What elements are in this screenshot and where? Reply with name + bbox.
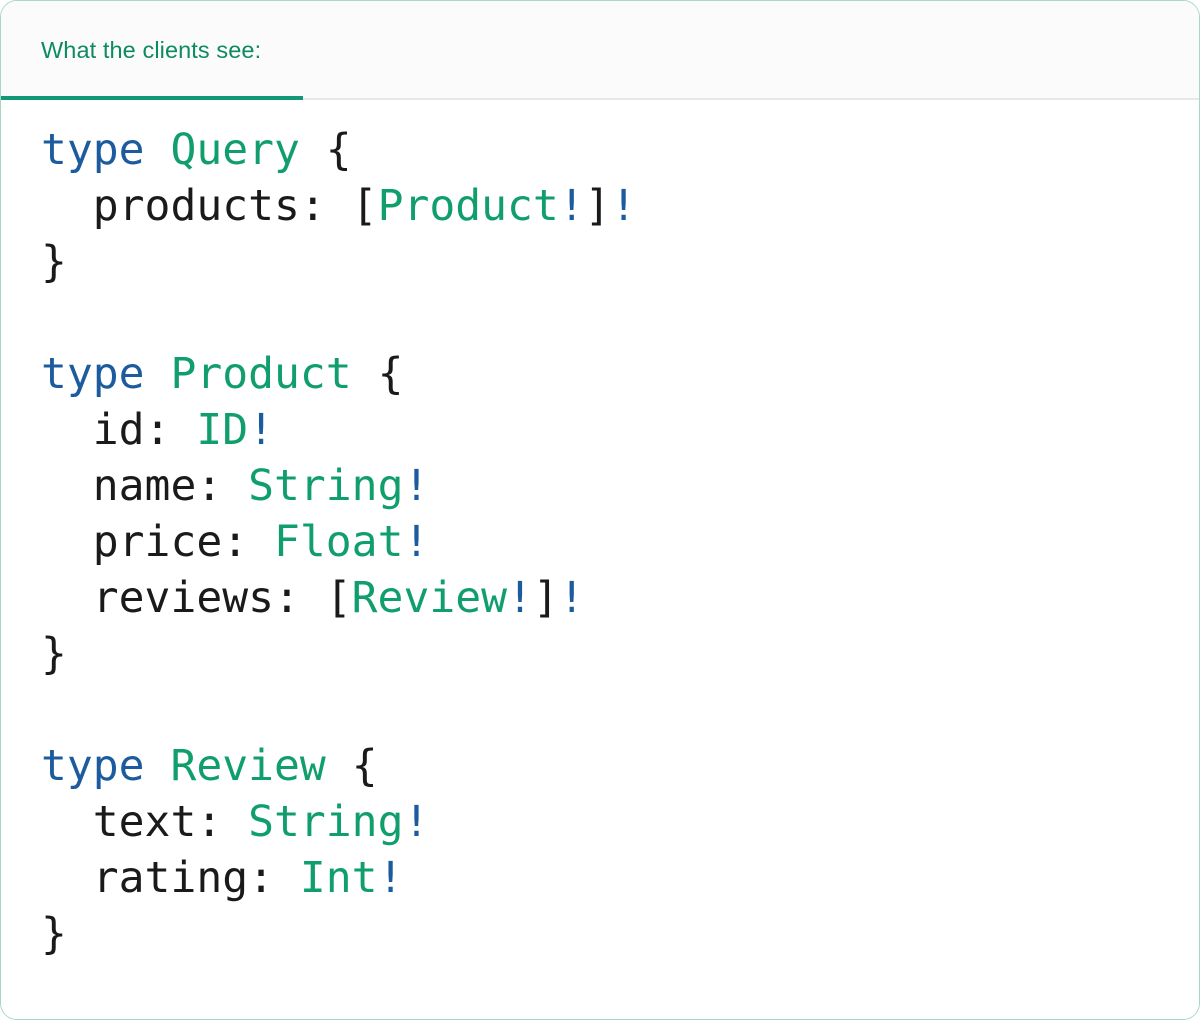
token-field: name <box>92 461 197 511</box>
token-typename: ID <box>196 405 249 455</box>
token-punct: : <box>248 853 275 903</box>
code-line: text: String! <box>41 794 1199 850</box>
code-line: type Review { <box>41 738 1199 794</box>
token-punct: : <box>196 461 223 511</box>
code-line <box>41 682 1199 738</box>
code-line: } <box>41 234 1199 290</box>
token-typename: Product <box>377 181 559 231</box>
code-line: price: Float! <box>41 514 1199 570</box>
token-field: id <box>92 405 145 455</box>
token-field: text <box>92 797 197 847</box>
token-punct: } <box>41 237 67 287</box>
token-typename: Product <box>170 349 352 399</box>
token-plain <box>326 741 352 791</box>
code-line <box>41 290 1199 346</box>
token-keyword: type <box>41 741 145 791</box>
token-punct: : <box>196 797 223 847</box>
token-bang: ! <box>248 405 275 455</box>
token-bang: ! <box>377 853 404 903</box>
token-typename: Int <box>299 853 378 903</box>
token-typename: Query <box>170 125 300 175</box>
token-punct: } <box>41 629 67 679</box>
token-punct: { <box>351 741 378 791</box>
token-plain <box>274 853 300 903</box>
token-field: products <box>92 181 300 231</box>
code-line: rating: Int! <box>41 850 1199 906</box>
token-punct: { <box>377 349 404 399</box>
code-line: name: String! <box>41 458 1199 514</box>
token-bang: ! <box>403 797 430 847</box>
code-viewer[interactable]: type Query { products: [Product!]!} type… <box>1 100 1199 1019</box>
token-punct: { <box>325 125 352 175</box>
token-punct: ] <box>532 573 559 623</box>
token-punct: : <box>222 517 249 567</box>
token-keyword: type <box>41 349 145 399</box>
token-typename: Review <box>170 741 326 791</box>
token-plain <box>145 349 171 399</box>
token-plain <box>145 741 171 791</box>
token-plain <box>248 517 274 567</box>
token-field: reviews <box>92 573 274 623</box>
token-plain <box>300 573 326 623</box>
token-punct: : <box>274 573 300 623</box>
token-punct: [ <box>325 573 352 623</box>
token-bang: ! <box>403 517 430 567</box>
token-punct: } <box>41 909 67 959</box>
token-typename: Float <box>274 517 404 567</box>
token-typename: Review <box>351 573 508 623</box>
token-field: price <box>92 517 223 567</box>
token-plain <box>300 125 326 175</box>
token-keyword: type <box>41 125 145 175</box>
token-field: rating <box>92 853 249 903</box>
token-plain <box>326 181 352 231</box>
token-punct: ] <box>584 181 611 231</box>
token-bang: ! <box>403 461 430 511</box>
token-bang: ! <box>558 181 585 231</box>
code-line: products: [Product!]! <box>41 178 1199 234</box>
token-bang: ! <box>610 181 637 231</box>
tab-bar: What the clients see: <box>1 1 1199 100</box>
token-bang: ! <box>507 573 533 623</box>
code-line: type Query { <box>41 122 1199 178</box>
token-plain <box>222 797 248 847</box>
code-line: id: ID! <box>41 402 1199 458</box>
token-plain <box>222 461 248 511</box>
token-bang: ! <box>558 573 585 623</box>
token-punct: : <box>144 405 171 455</box>
tab-label: What the clients see: <box>41 36 262 63</box>
graphql-schema-code: type Query { products: [Product!]!} type… <box>1 122 1199 962</box>
token-plain <box>352 349 378 399</box>
token-plain <box>170 405 196 455</box>
token-typename: String <box>248 797 404 847</box>
code-line: } <box>41 626 1199 682</box>
token-typename: String <box>248 461 404 511</box>
token-punct: [ <box>351 181 378 231</box>
code-line: } <box>41 906 1199 962</box>
tab-what-the-clients-see[interactable]: What the clients see: <box>1 1 304 100</box>
code-line: reviews: [Review!]! <box>41 570 1199 626</box>
code-line: type Product { <box>41 346 1199 402</box>
token-plain <box>145 125 171 175</box>
code-root: type Query { products: [Product!]!} type… <box>41 122 1199 962</box>
token-punct: : <box>299 181 326 231</box>
